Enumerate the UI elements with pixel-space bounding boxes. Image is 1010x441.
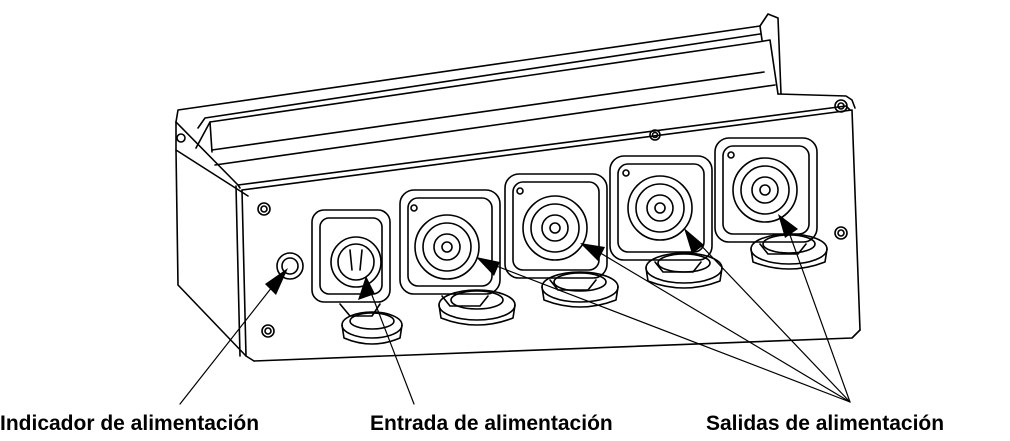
- power-output-connector-2: [504, 173, 619, 308]
- input-leader-line: [369, 289, 415, 405]
- label-power-outputs: Salidas de alimentación: [706, 412, 945, 435]
- output-leader-line-3: [693, 237, 851, 403]
- callout-lines: [179, 223, 851, 405]
- indicator-leader-line: [179, 281, 277, 405]
- power-output-connector-1: [399, 189, 516, 326]
- panel-screws: [257, 99, 848, 338]
- output-arrowhead-3: [684, 228, 704, 254]
- power-output-connector-4: [714, 137, 828, 270]
- callout-arrowheads: [265, 214, 798, 300]
- output-arrowhead-2: [580, 243, 605, 261]
- input-arrowhead: [358, 276, 375, 300]
- power-input-connector: [311, 209, 403, 345]
- output-arrowhead-1: [476, 257, 500, 276]
- label-power-indicator: Indicador de alimentación: [0, 412, 260, 435]
- power-indicator-led: [276, 252, 304, 280]
- output-leader-line-4: [785, 223, 851, 403]
- side-screw: [176, 133, 186, 143]
- indicator-arrowhead: [265, 268, 288, 295]
- output-leader-line-1: [485, 261, 851, 403]
- label-power-input: Entrada de alimentación: [370, 412, 613, 435]
- top-handle: [175, 13, 782, 166]
- output-arrowhead-4: [778, 214, 798, 238]
- output-leader-line-2: [591, 247, 851, 403]
- enclosure-body: [175, 93, 861, 362]
